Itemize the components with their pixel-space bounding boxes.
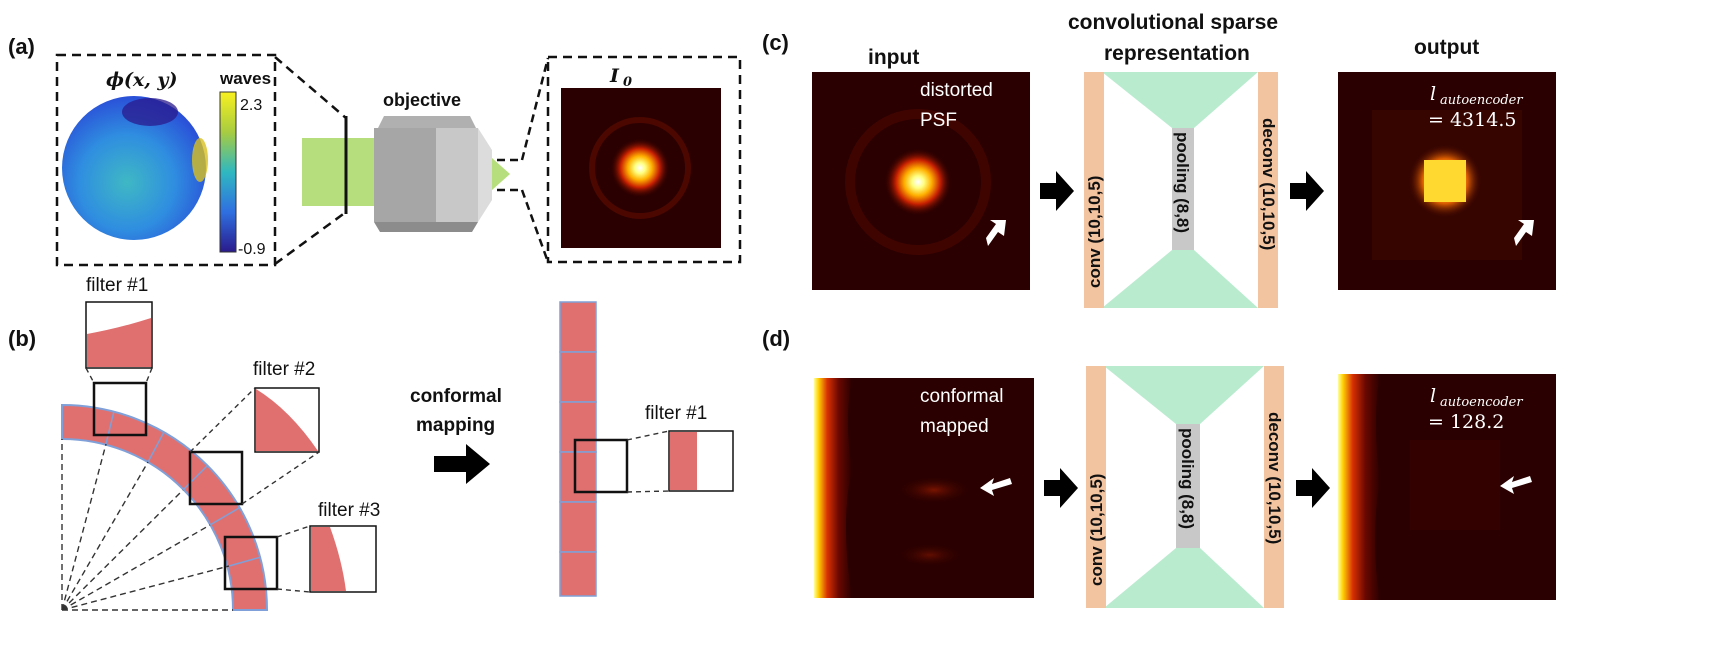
psf-frame — [546, 55, 742, 264]
intensity-symbol: I — [609, 65, 620, 87]
filter3-connector-bottom — [276, 588, 311, 593]
panel-c-label: (c) — [762, 30, 789, 55]
mapping-arrow — [434, 444, 490, 484]
output-title: output — [1414, 36, 1479, 59]
phase-map-frame — [55, 53, 277, 267]
input-caption-line2: PSF — [920, 110, 957, 131]
network-title-line1: convolutional sparse — [1068, 11, 1278, 34]
filter3-label: filter #3 — [318, 500, 380, 521]
mapped-input-blob — [896, 476, 972, 504]
radial-lines — [61, 439, 233, 611]
pooling-layer-d — [1176, 424, 1200, 548]
phase-high-region — [192, 138, 208, 182]
objective-lens — [374, 116, 492, 232]
deconv-label: deconv (10,10,5) — [1259, 118, 1278, 250]
conv-layer-d — [1086, 366, 1106, 608]
psf-ring — [589, 117, 691, 219]
pooling-layer — [1172, 128, 1194, 250]
input-beam — [302, 138, 382, 206]
input-to-network-arrow — [1040, 171, 1074, 211]
filter2-connector-bottom — [241, 451, 320, 505]
projection-line-top — [274, 56, 347, 119]
filter1-patch — [87, 318, 151, 367]
loss-symbol: l — [1430, 83, 1436, 105]
pooling-label: pooling (8,8) — [1173, 132, 1192, 233]
phase-symbol: ϕ(x, y) — [106, 69, 177, 91]
panel-d-label: (d) — [762, 326, 790, 351]
filter1-connector-left — [85, 367, 95, 384]
panel-b: (b) filter #1 filter #2 — [8, 275, 734, 611]
panel-b-label: (b) — [8, 326, 36, 351]
filter2-label: filter #2 — [253, 359, 315, 380]
conv-label: conv (10,10,5) — [1085, 176, 1104, 288]
psf-projection-bottom — [520, 189, 550, 263]
colorbar-max: 2.3 — [240, 97, 262, 114]
objective-label: objective — [383, 90, 461, 110]
colorbar-title: waves — [219, 69, 271, 88]
mapping-label-line2: mapping — [416, 415, 495, 436]
phase-low-region — [122, 98, 178, 126]
filter1-label: filter #1 — [86, 275, 148, 296]
mapped-input-blob-2 — [896, 543, 964, 567]
input-caption-line1: distorted — [920, 80, 993, 101]
loss-symbol-d: l — [1430, 385, 1436, 407]
loss-value-d: = 128.2 — [1428, 411, 1504, 433]
panel-a-label: (a) — [8, 34, 35, 59]
loss-subscript: autoencoder — [1440, 93, 1523, 108]
deconv-layer — [1258, 72, 1278, 308]
reconstructed-psf-core — [1424, 160, 1466, 202]
conv-layer — [1084, 72, 1104, 308]
projection-line-bottom — [274, 210, 347, 266]
mapped-filter-window — [573, 438, 629, 494]
intensity-subscript: 0 — [623, 75, 632, 90]
network-to-output-arrow — [1290, 171, 1324, 211]
panel-a: (a) ϕ(x, y) waves 2.3 -0.9 objective — [8, 34, 742, 267]
input-pointer-arrow — [986, 220, 1006, 246]
mapped-connector-bottom — [626, 490, 670, 493]
psf-core — [610, 138, 670, 198]
panel-d: (d) conformal mapped conv (10,10,5) pool… — [762, 326, 1556, 608]
mapped-caption-line1: conformal — [920, 386, 1003, 407]
colorbar — [219, 91, 237, 253]
filter1-connector-right — [145, 367, 153, 384]
filter-window-2 — [188, 450, 244, 506]
network-title-line2: representation — [1104, 42, 1250, 65]
deconv-layer-d — [1264, 366, 1284, 608]
conv-label-d: conv (10,10,5) — [1087, 474, 1106, 586]
mapped-input-pointer-arrow — [980, 478, 1012, 496]
filter3-connector-top — [276, 525, 311, 538]
deconv-label-d: deconv (10,10,5) — [1265, 412, 1284, 544]
mapped-strip — [559, 301, 597, 597]
mapped-output-blob — [1410, 440, 1500, 530]
filter1-mapped-label: filter #1 — [645, 403, 707, 424]
filter1-mapped-patch — [670, 432, 697, 490]
mapped-output-pointer-arrow — [1500, 476, 1532, 494]
filter-window-1 — [92, 381, 148, 437]
mapping-label-line1: conformal — [410, 386, 502, 407]
mapped-caption-line2: mapped — [920, 416, 989, 437]
distorted-psf-core — [884, 148, 952, 216]
loss-value: = 4314.5 — [1428, 109, 1516, 131]
mapped-output-edge — [1338, 374, 1380, 600]
panel-c: (c) input convolutional sparse represent… — [762, 11, 1556, 308]
colorbar-min: -0.9 — [238, 241, 266, 258]
network-to-output-arrow-d — [1296, 468, 1330, 508]
loss-subscript-d: autoencoder — [1440, 395, 1523, 410]
filter2-connector-top — [189, 387, 256, 453]
output-pointer-arrow — [1514, 220, 1534, 246]
filter2-patch — [256, 389, 318, 451]
mapped-input-edge — [814, 378, 852, 598]
mapped-connector-top — [626, 430, 670, 441]
input-title: input — [868, 46, 919, 69]
psf-projection-top — [520, 57, 550, 161]
filter-window-3 — [223, 535, 279, 591]
distorted-psf-ring — [845, 109, 991, 255]
phase-map-disk — [62, 96, 206, 240]
pooling-label-d: pooling (8,8) — [1178, 428, 1197, 529]
filter3-patch — [311, 527, 346, 591]
ring-divisions — [105, 410, 262, 567]
focused-beam — [492, 158, 510, 190]
mapped-to-network-arrow — [1044, 468, 1078, 508]
